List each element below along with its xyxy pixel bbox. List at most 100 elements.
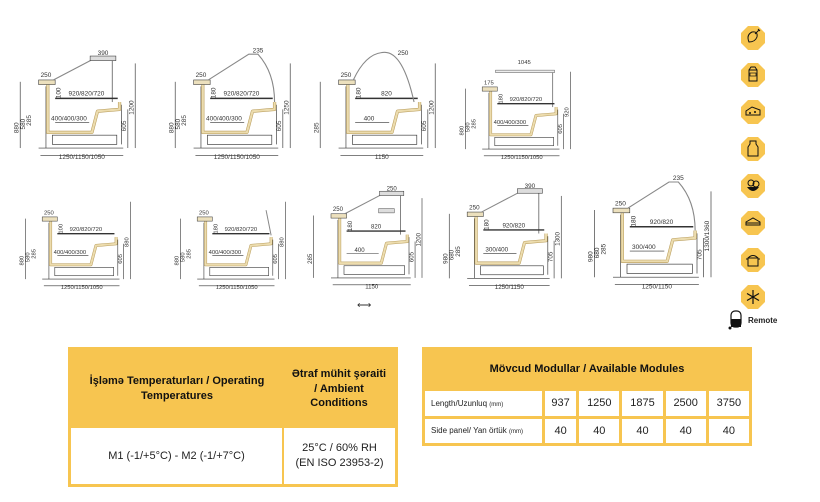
dimension-label: 920/820/720 (70, 227, 103, 233)
dimension-label: 580 (26, 252, 32, 263)
dimension-label: 580 (175, 118, 182, 129)
top-shelf (338, 79, 356, 85)
dimension-label: 175 (484, 80, 495, 86)
display-tub-fill (204, 220, 273, 266)
dimension-label: 400/400/300 (54, 250, 87, 256)
canopy-top (89, 55, 117, 61)
display-tub-fill (201, 83, 276, 134)
double-arrow-icon: ⟷ (357, 300, 372, 311)
snowflake-icon (740, 284, 766, 310)
glass-canopy (481, 191, 520, 213)
dimension-label: 250 (387, 186, 398, 192)
dimension-label: 1300/1360 (704, 220, 711, 251)
dimension-label: 180 (211, 87, 218, 98)
dimension-label: 285 (31, 248, 37, 259)
table-row: Length/Uzunluq (mm) 937 1250 1875 2500 3… (422, 388, 753, 419)
dimension-label: 285 (601, 243, 608, 254)
canopy-top (379, 190, 405, 196)
dimension-label: 580 (181, 252, 187, 263)
glass-flap (265, 210, 272, 236)
dimension-label: 235 (253, 47, 264, 54)
cabinet-section-drawing: 390250920/820/720400/400/3001250/1150/10… (13, 50, 136, 161)
salad-bowl-icon (740, 173, 766, 199)
dimension-label: 705 (547, 251, 554, 262)
dimension-label: 400 (364, 115, 375, 122)
dimension-label: 180 (213, 223, 219, 234)
dimension-label: 880 (460, 125, 466, 136)
display-tub-fill (489, 90, 558, 136)
cell: 1875 (619, 388, 666, 419)
dimension-label: 920/820 (650, 219, 674, 226)
top-shelf (38, 79, 56, 85)
dimension-label: 1250/1150/1050 (216, 285, 259, 291)
dimension-label: 605 (118, 253, 124, 264)
remote-label: Remote (748, 315, 778, 325)
dimension-label: 1150 (375, 154, 389, 161)
dimension-label: 390 (98, 50, 109, 57)
modules-title: Mövcud Modullar / Available Modules (423, 348, 751, 390)
dimension-label: 705 (697, 249, 704, 260)
curved-glass (627, 181, 696, 231)
dimension-label: 300/400 (632, 244, 656, 251)
milk-carton-icon (740, 62, 766, 88)
operating-temperatures-value: M1 (-1/+5°C) - M2 (-1/+7°C) (69, 428, 284, 486)
dimension-label: 250 (333, 207, 344, 213)
dome-glass (352, 51, 415, 103)
dimension-label: 180 (498, 93, 504, 104)
dimension-label: 400/400/300 (206, 115, 242, 122)
dimension-label: 285 (471, 118, 477, 129)
dimension-label: 250 (398, 50, 409, 57)
cabinet-section-drawing: 250920/820/720400/400/3001250/1150/10501… (175, 201, 286, 291)
dimension-label: 580 (20, 118, 27, 129)
dimension-label: 1200 (428, 100, 435, 115)
top-shelf (466, 211, 484, 217)
cell: 40 (576, 415, 623, 446)
cabinet-section-drawing: 1045175920/820/720400/400/3001250/1150/1… (460, 60, 571, 161)
dimension-label: 680 (449, 249, 456, 260)
remote-unit-icon (728, 310, 742, 330)
dimension-label: 605 (276, 120, 283, 131)
cell: 40 (619, 415, 666, 446)
dimension-label: 1045 (518, 60, 532, 66)
dimension-label: 100 (56, 87, 63, 98)
cooking-pot-icon (740, 247, 766, 273)
operating-temperatures-header: İşləmə Temperaturları / Operating Temper… (69, 348, 283, 428)
milk-bottle-icon (740, 136, 766, 162)
dimension-label: 250 (44, 210, 55, 216)
cell: 40 (662, 415, 709, 446)
dimension-label: 235 (673, 175, 684, 182)
dimension-label: 605 (558, 123, 564, 134)
refrigeration-base (343, 265, 405, 275)
cell: 40 (705, 415, 753, 446)
chicken-leg-icon (740, 25, 766, 51)
cell: 1250 (576, 388, 623, 419)
dimension-label: 1250/1150 (495, 284, 525, 291)
ambient-line-1: 25°C / 60% RH (302, 442, 377, 455)
refrigeration-base (209, 267, 269, 277)
glass-canopy (344, 194, 382, 215)
cell: 937 (541, 388, 580, 419)
cell: 2500 (662, 388, 709, 419)
row-label: Length/Uzunluq (mm) (422, 388, 545, 419)
dimension-label: 920/820/720 (224, 91, 260, 98)
dimension-label: 1150 (365, 284, 379, 290)
ambient-conditions-header: Ətraf mühit şəraiti / Ambient Conditions (283, 348, 397, 428)
dimension-label: 1200 (416, 232, 422, 246)
dimension-label: 980 (442, 253, 449, 264)
refrigeration-base (626, 263, 693, 274)
top-shelf (41, 216, 58, 222)
dimension-label: 400/400/300 (494, 120, 527, 126)
dimension-label: 285 (186, 248, 192, 259)
top-shelf (612, 207, 631, 214)
display-tub-fill (346, 83, 421, 134)
curved-glass (208, 53, 276, 103)
remote-badge: Remote (728, 310, 777, 330)
dimension-label: 250 (469, 204, 480, 211)
dimension-label: 390 (525, 183, 536, 190)
dimension-label: 920/820 (502, 222, 525, 229)
